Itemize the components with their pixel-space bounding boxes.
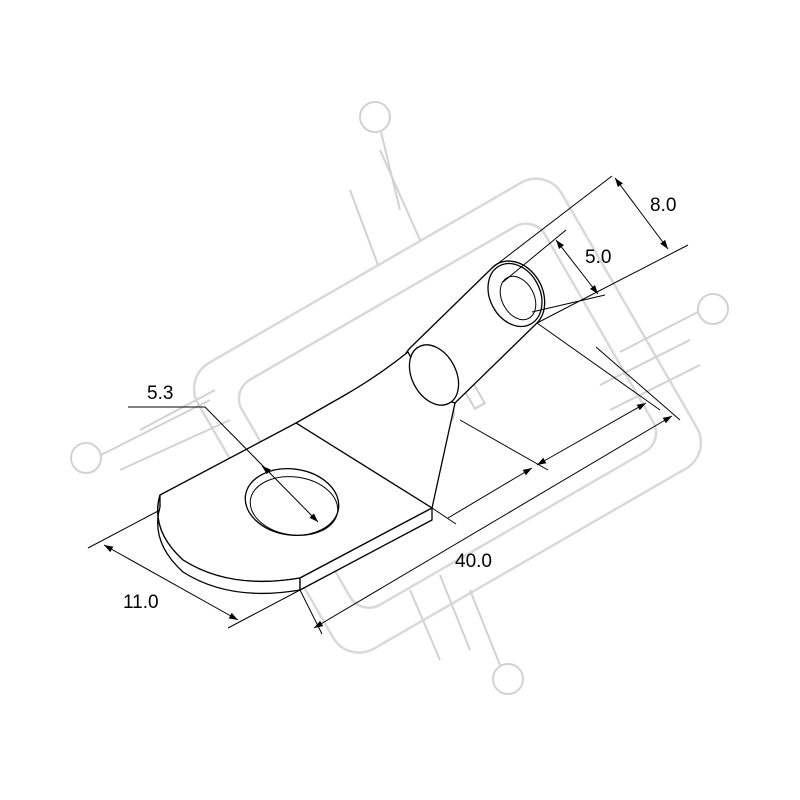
cable-lug xyxy=(157,260,546,595)
dim-width-label: 11.0 xyxy=(123,592,159,613)
dim-hole-diameter-label: 5.3 xyxy=(147,383,173,404)
dim-outer-diameter-label: 8.0 xyxy=(650,195,676,216)
barrel-front-rim xyxy=(408,344,460,406)
dim-length-label: 40.0 xyxy=(455,551,492,572)
dim-inner-diameter-label: 5.0 xyxy=(585,247,611,268)
barrel-bore xyxy=(499,275,537,321)
barrel-rear-rim xyxy=(487,262,543,328)
dimension-lines xyxy=(87,175,689,635)
